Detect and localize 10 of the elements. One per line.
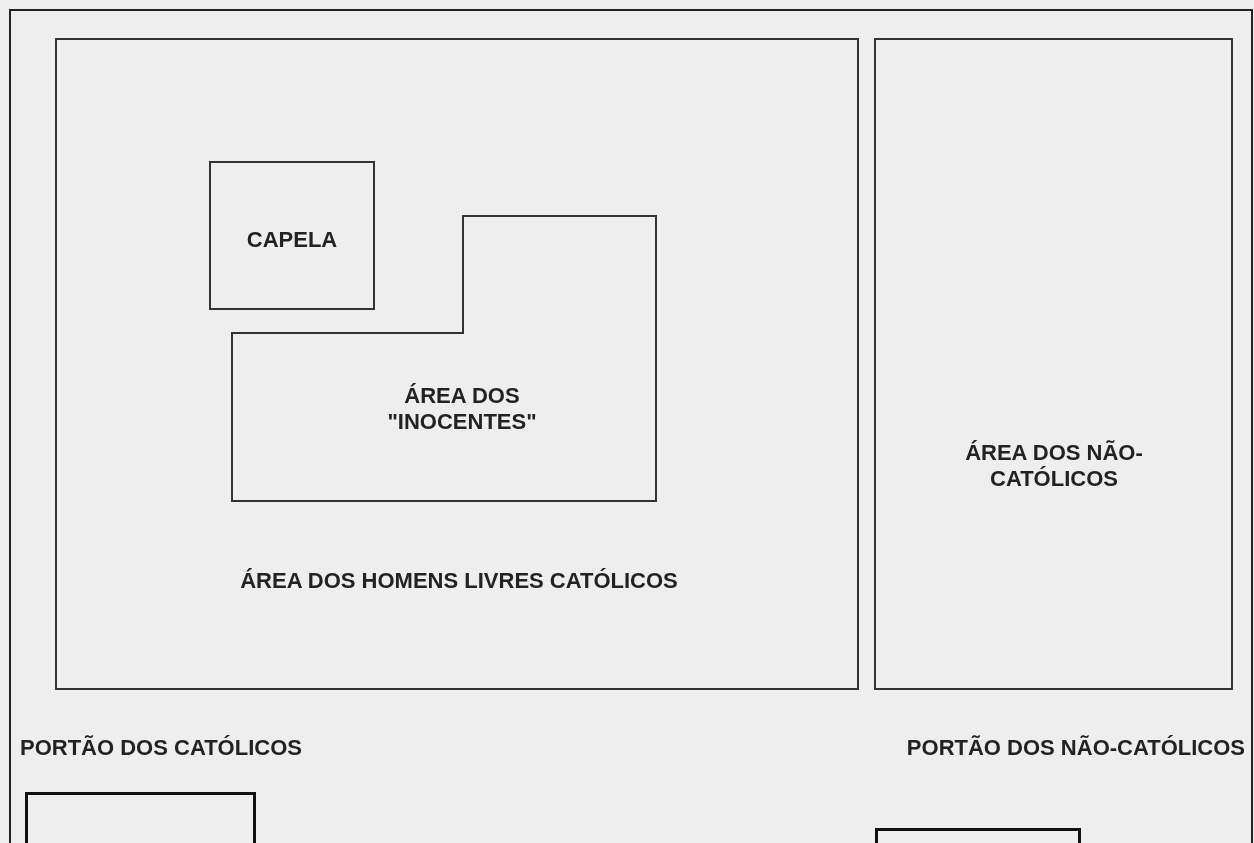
- chapel-area: [209, 161, 375, 310]
- area-label: CAPELA: [245, 227, 339, 254]
- cemetery-area: [55, 38, 859, 690]
- non-catholic-area: [874, 38, 1233, 690]
- gate-label: PORTÃO DOS CATÓLICOS: [20, 735, 303, 762]
- gate-label: PORTÃO DOS NÃO-CATÓLICOS: [905, 735, 1245, 762]
- area-label: ÁREA DOS HOMENS LIVRES CATÓLICOS: [239, 568, 679, 595]
- innocents-area: [231, 215, 657, 502]
- area-label: ÁREA DOS "INOCENTES": [386, 383, 538, 436]
- area-label: ÁREA DOS NÃO-CATÓLICOS: [964, 440, 1144, 493]
